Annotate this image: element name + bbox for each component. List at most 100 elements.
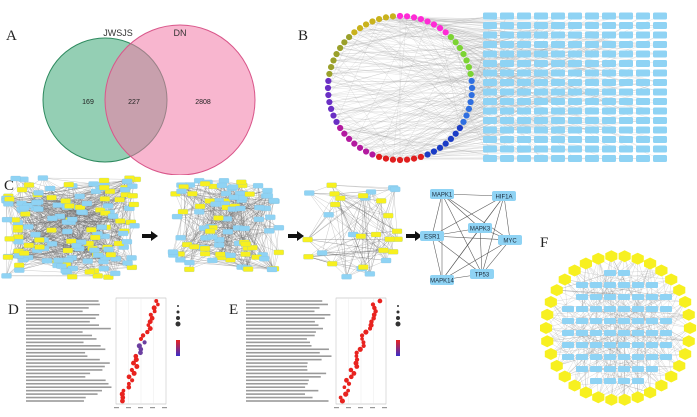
target-node: [175, 257, 186, 263]
network-edge: [199, 182, 208, 207]
network-edge: [399, 42, 456, 161]
network-edge: [340, 127, 508, 159]
core-node-label: TP53: [475, 273, 490, 279]
target-node: [636, 117, 650, 124]
network-edge: [9, 230, 125, 240]
compound-node: [655, 379, 668, 392]
network-edge: [637, 284, 651, 393]
term-label: [26, 362, 110, 364]
network-edge: [180, 185, 191, 260]
target-node: [517, 155, 531, 162]
ppi-network-filtering: [1, 175, 422, 280]
target-node: [660, 318, 672, 324]
target-node: [225, 252, 236, 258]
hub-node: [34, 244, 45, 250]
term-label: [26, 372, 91, 375]
target-node: [551, 22, 565, 29]
network-edge: [181, 191, 228, 232]
target-node: [207, 234, 218, 240]
network-edge: [581, 258, 638, 298]
target-node: [129, 223, 140, 229]
target-node: [365, 189, 377, 195]
target-node: [632, 354, 644, 360]
network-edge: [624, 256, 653, 286]
hub-node: [114, 197, 125, 203]
compound-node: [330, 112, 337, 119]
target-node: [517, 31, 531, 39]
network-edge: [189, 262, 275, 269]
network-edge: [595, 356, 599, 398]
target-node: [562, 330, 574, 336]
target-node: [618, 378, 630, 384]
network-edge: [334, 189, 396, 195]
target-node: [483, 22, 497, 29]
network-edge: [328, 24, 434, 82]
enrichment-dot: [370, 302, 376, 307]
target-node: [576, 354, 588, 360]
network-edge: [441, 227, 481, 281]
target-node: [653, 98, 667, 105]
network-edge: [609, 327, 691, 370]
target-node: [619, 126, 633, 134]
target-node: [653, 79, 667, 86]
network-edge: [375, 234, 387, 261]
target-node: [618, 318, 630, 324]
term-label: [246, 372, 327, 375]
network-edge: [340, 28, 441, 49]
compound-node: [442, 140, 449, 147]
network-edge: [439, 28, 460, 129]
network-edge: [372, 63, 576, 155]
network-edge: [379, 18, 471, 75]
target-node: [590, 342, 602, 348]
target-node: [252, 183, 264, 189]
target-node: [602, 50, 616, 58]
network-edge: [182, 211, 228, 232]
hub-node: [335, 195, 346, 201]
hub-node: [330, 201, 341, 208]
target-node: [483, 98, 497, 105]
network-edge: [623, 270, 662, 286]
hub-node: [99, 184, 110, 191]
network-edge: [19, 269, 68, 273]
venn-count-intersection: 227: [128, 99, 140, 106]
hub-node: [376, 198, 387, 204]
network-edge: [332, 236, 361, 264]
term-label: [26, 313, 100, 316]
compound-node: [362, 21, 370, 28]
network-edge: [623, 320, 662, 386]
target-node: [585, 145, 599, 153]
enrichment-dot: [138, 336, 144, 342]
target-node: [568, 50, 582, 58]
enrichment-dot: [377, 298, 383, 304]
target-node: [517, 145, 531, 153]
target-node: [1, 273, 12, 279]
target-node: [618, 342, 630, 348]
network-edge: [545, 327, 583, 370]
term-label: [246, 362, 308, 364]
enrichment-dot: [129, 367, 135, 373]
target-node: [636, 98, 650, 105]
term-label: [26, 365, 105, 368]
term-label: [246, 307, 320, 309]
target-node: [264, 228, 275, 234]
target-node: [568, 22, 582, 29]
term-label: [26, 355, 88, 357]
compound-node: [345, 33, 353, 41]
term-label: [26, 358, 100, 361]
network-edge: [202, 208, 241, 248]
term-label: [26, 310, 83, 313]
target-node: [500, 50, 514, 58]
network-edge: [399, 15, 464, 123]
network-edge: [328, 94, 394, 160]
target-node: [551, 79, 565, 86]
network-edge: [42, 177, 126, 188]
network-edge: [333, 34, 593, 116]
term-label: [246, 310, 315, 313]
compound-node: [541, 335, 554, 348]
target-node: [585, 88, 599, 96]
compound-node: [558, 273, 571, 286]
target-node: [500, 69, 514, 77]
network-edge: [450, 37, 464, 55]
target-node: [590, 378, 602, 384]
target-node: [619, 31, 633, 39]
